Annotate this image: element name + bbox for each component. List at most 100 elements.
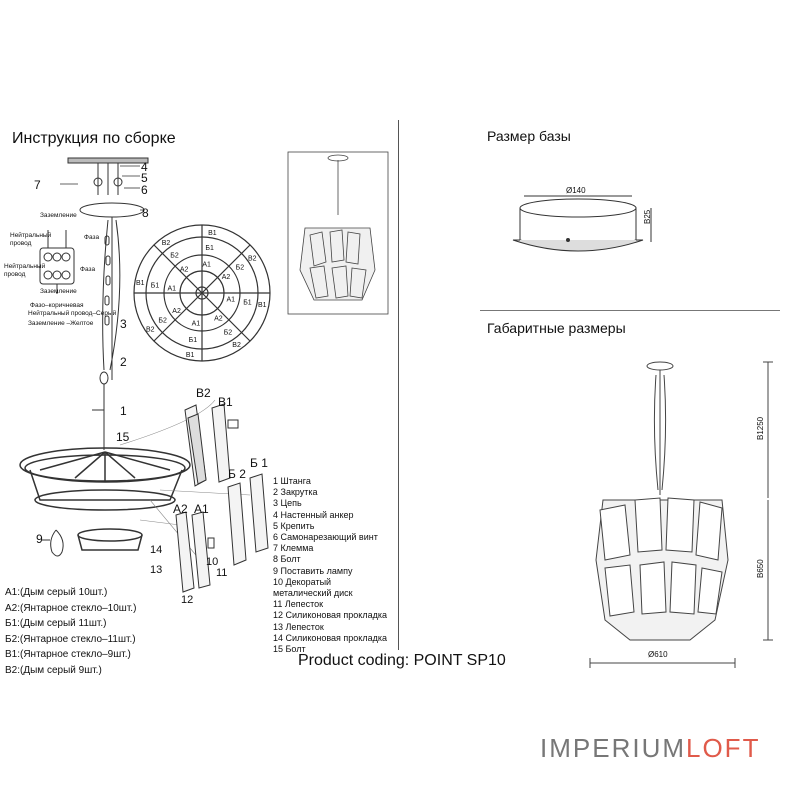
- dim-overall-height: B1250: [756, 416, 765, 440]
- base-drawing: [512, 195, 652, 252]
- wiring-ground-top: Заземление: [40, 212, 77, 219]
- petal-label-bb1: Б 1: [250, 456, 268, 470]
- wiring-block: [39, 230, 75, 294]
- parts-list-item: 11 Лепесток: [273, 599, 324, 610]
- callout-15: 15: [116, 430, 130, 444]
- wiring-neutral-2: Нейтральный провод: [4, 263, 46, 278]
- parts-list-item: 12 Силиконовая прокладка: [273, 610, 387, 621]
- legend-item: B2:(Дым серый 9шт.): [5, 664, 102, 676]
- wiring-note-2: Нейтральный провод–Серый: [28, 310, 117, 317]
- ring-label: A2: [180, 266, 189, 273]
- ring-label: B1: [208, 230, 217, 237]
- brand-part-1: IMPERIUM: [540, 733, 686, 763]
- ring-label: B2: [232, 342, 241, 349]
- callout-9: 9: [36, 532, 43, 546]
- dim-overall-diameter: Ø610: [648, 650, 668, 659]
- legend-item: A2:(Янтарное стекло–10шт.): [5, 602, 137, 614]
- ring-layout-diagram: [133, 224, 271, 362]
- ring-label: B1: [258, 302, 267, 309]
- petal-b1: [211, 403, 239, 483]
- color-legend: A1:(Дым серый 10шт.) A2:(Янтарное стекло–…: [5, 585, 136, 678]
- section-divider-vertical: [398, 120, 399, 650]
- chandelier-thumbnail: [287, 151, 389, 315]
- petal-a2: [175, 511, 195, 593]
- brand-part-2: LOFT: [686, 733, 761, 763]
- ring-label: A1: [227, 296, 236, 303]
- callout-2: 2: [120, 355, 127, 369]
- ring-label: B1: [136, 280, 145, 287]
- wiring-phase-2: Фаза: [80, 266, 96, 273]
- parts-list-item: 7 Клемма: [273, 543, 314, 554]
- ring-label: A2: [214, 316, 223, 323]
- parts-list-item: 3 Цепь: [273, 498, 302, 509]
- ring-label: Б1: [205, 245, 214, 252]
- callout-14: 14: [150, 544, 163, 556]
- ring-label: A2: [172, 308, 181, 315]
- product-coding: Product coding: POINT SP10: [298, 652, 506, 669]
- ring-label: Б2: [236, 264, 245, 271]
- parts-list-item: металический диск: [273, 588, 353, 599]
- petal-bb1: [249, 473, 269, 553]
- petal-a1: [191, 511, 215, 589]
- parts-list-item: 10 Декоратый: [273, 576, 332, 587]
- wiring-neutral: Нейтральный провод: [10, 232, 52, 247]
- ring-label: A2: [222, 274, 231, 281]
- overall-chandelier: [589, 361, 773, 668]
- ring-label: Б2: [224, 330, 233, 337]
- callout-1: 1: [120, 404, 127, 418]
- legend-item: Б1:(Дым серый 11шт.): [5, 618, 107, 629]
- callout-11: 11: [216, 567, 228, 579]
- rod: [92, 371, 109, 450]
- parts-list-item: 13 Лепесток: [273, 621, 324, 632]
- parts-list-item: 15 Болт: [273, 644, 306, 655]
- petal-label-bb2: Б 2: [228, 467, 246, 481]
- parts-list-item: 4 Настенный анкер: [273, 509, 354, 520]
- parts-list-item: 2 Закрутка: [273, 487, 318, 498]
- legend-item: B1:(Янтарное стекло–9шт.): [5, 649, 131, 660]
- wiring-phase: Фаза: [84, 234, 100, 241]
- parts-list-item: 5 Крепить: [273, 520, 315, 531]
- ring-label: B2: [146, 326, 155, 333]
- callout-5: 5: [141, 171, 148, 185]
- petal-label-a2: A2: [173, 502, 188, 516]
- base-size-title: Размер базы: [487, 128, 571, 144]
- ring-label: B2: [162, 240, 171, 247]
- petal-label-b1: B1: [218, 395, 233, 409]
- petal-label-b2: B2: [196, 386, 211, 400]
- wiring-note-3: Заземление –Желтое: [28, 320, 94, 327]
- petal-b2: [184, 404, 207, 487]
- ring-label: A1: [192, 321, 201, 328]
- callout-10: 10: [206, 556, 219, 568]
- brand-logo: IMPERIUMLOFT: [540, 733, 760, 764]
- overall-size-title: Габаритные размеры: [487, 320, 626, 336]
- callout-12: 12: [181, 594, 194, 606]
- ring-label: Б2: [158, 318, 167, 325]
- dim-body-height: B650: [756, 559, 765, 578]
- callout-3: 3: [120, 317, 127, 331]
- ring-label: Б1: [151, 283, 160, 290]
- bulb: [42, 529, 64, 557]
- assembly-title: Инструкция по сборке: [12, 130, 176, 147]
- legend-item: Б2:(Янтарное стекло–11шт.): [5, 633, 136, 645]
- ring-label: A1: [168, 286, 177, 293]
- dim-base-height: B25: [643, 209, 652, 224]
- parts-list-item: 8 Болт: [273, 554, 301, 565]
- ring-label: A1: [202, 262, 211, 269]
- callout-4: 4: [141, 160, 148, 174]
- legend-item: A1:(Дым серый 10шт.): [5, 587, 108, 598]
- parts-list-item: 1 Штанга: [273, 476, 311, 486]
- petal-bb2: [227, 482, 247, 566]
- callout-13: 13: [150, 564, 163, 576]
- ring-label: Б2: [170, 252, 179, 259]
- parts-list-item: 14 Силиконовая прокладка: [273, 632, 387, 643]
- callout-7: 7: [34, 178, 41, 192]
- dim-base-diameter: Ø140: [566, 186, 586, 195]
- wiring-note-1: Фазо–коричневая: [30, 302, 84, 309]
- chandelier-frame: [19, 447, 191, 551]
- chain: [102, 219, 121, 371]
- wiring-ground-bottom: Заземление: [40, 288, 77, 295]
- callout-6: 6: [141, 183, 148, 197]
- parts-list-item: 9 Поставить лампу: [273, 565, 353, 576]
